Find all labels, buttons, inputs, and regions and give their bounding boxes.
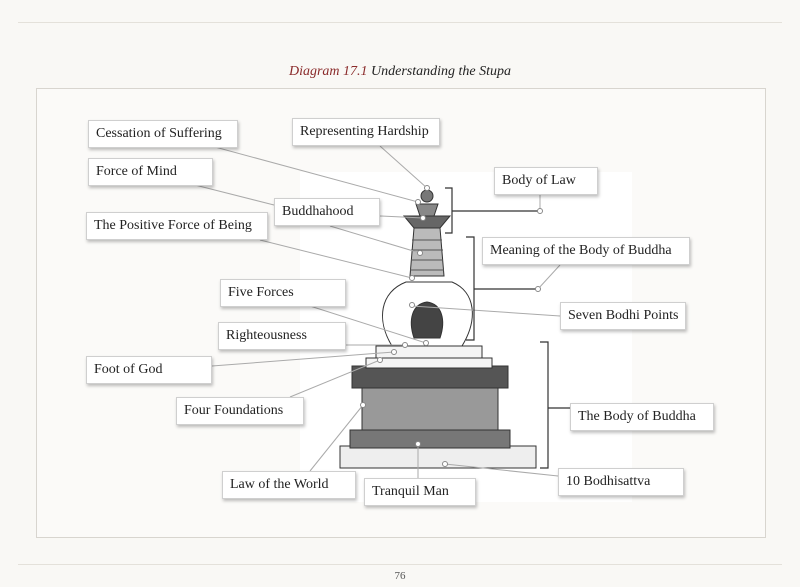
top-rule (18, 22, 782, 23)
label-seven-bodhi-points: Seven Bodhi Points (560, 302, 686, 330)
label-body-of-law: Body of Law (494, 167, 598, 195)
label-tranquil-man: Tranquil Man (364, 478, 476, 506)
label-cessation-of-suffering: Cessation of Suffering (88, 120, 238, 148)
label-foot-of-god: Foot of God (86, 356, 212, 384)
label-law-of-the-world: Law of the World (222, 471, 356, 499)
label-four-foundations: Four Foundations (176, 397, 304, 425)
label-representing-hardship: Representing Hardship (292, 118, 440, 146)
diagram-caption: Diagram 17.1 Understanding the Stupa (0, 64, 800, 80)
label-buddhahood: Buddhahood (274, 198, 380, 226)
label-five-forces: Five Forces (220, 279, 346, 307)
label-10-bodhisattva: 10 Bodhisattva (558, 468, 684, 496)
bottom-rule (18, 564, 782, 565)
leader-lines (194, 145, 561, 478)
anchor-points (360, 185, 543, 467)
label-righteousness: Righteousness (218, 322, 346, 350)
label-body-of-buddha: The Body of Buddha (570, 403, 714, 431)
label-positive-force-of-being: The Positive Force of Being (86, 212, 268, 240)
stupa-illustration (339, 189, 537, 469)
caption-title: Understanding the Stupa (371, 64, 512, 79)
label-force-of-mind: Force of Mind (88, 158, 213, 186)
caption-number: Diagram 17.1 (288, 64, 368, 79)
label-meaning-of-body-of-buddha: Meaning of the Body of Buddha (482, 237, 690, 265)
brackets (445, 187, 570, 469)
page-number: 76 (394, 570, 406, 582)
